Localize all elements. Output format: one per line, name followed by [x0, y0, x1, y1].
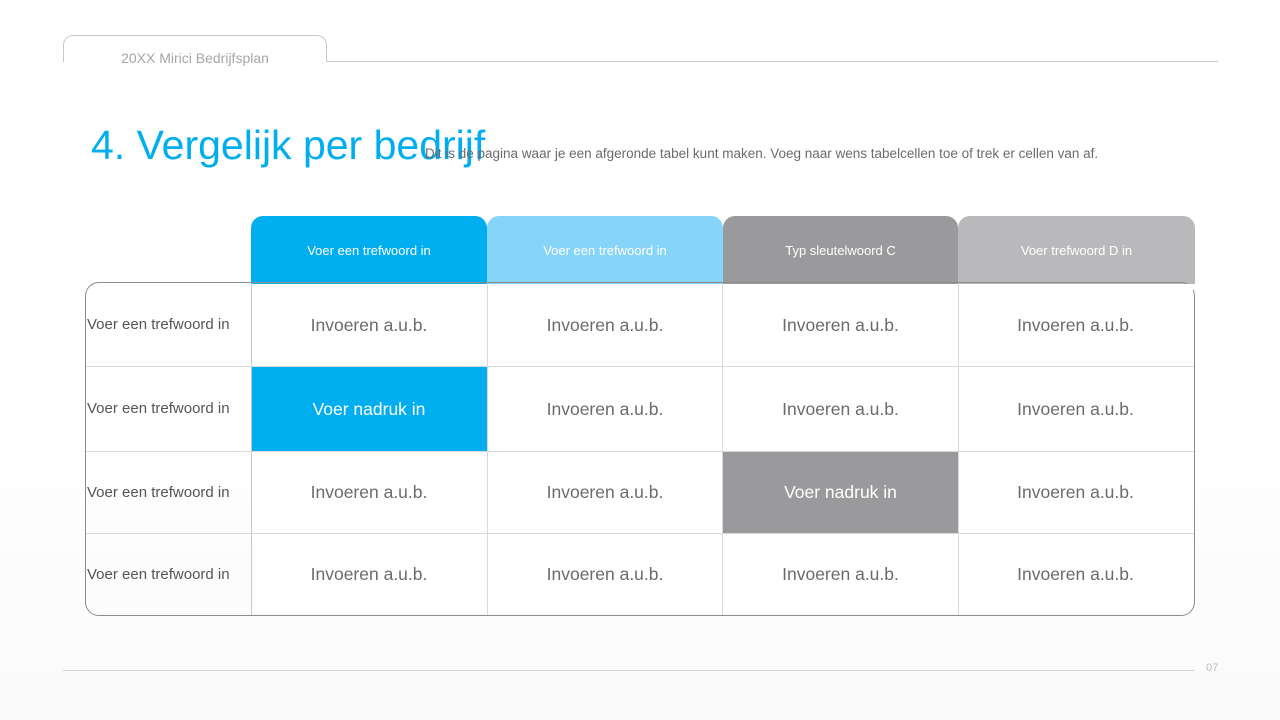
table-frame: [85, 282, 1195, 616]
header-tab: 20XX Mirici Bedrijfsplan: [63, 35, 327, 66]
grid-line: [86, 533, 1194, 534]
table-cell-emphasis-r2-c1[interactable]: Voer nadruk in: [251, 367, 487, 451]
header-divider: [327, 61, 1218, 62]
column-header-4[interactable]: Voer trefwoord D in: [958, 216, 1195, 284]
column-header-2[interactable]: Voer een trefwoord in: [487, 216, 723, 284]
row-label-2[interactable]: Voer een trefwoord in: [87, 400, 230, 417]
footer-divider: [63, 670, 1195, 671]
grid-line: [487, 283, 488, 615]
grid-line: [251, 283, 252, 615]
table-cell-r4-c1[interactable]: Invoeren a.u.b.: [251, 534, 487, 614]
column-header-label: Voer trefwoord D in: [1020, 242, 1133, 258]
table-cell-r3-c4[interactable]: Invoeren a.u.b.: [958, 452, 1193, 533]
grid-line: [86, 451, 1194, 452]
grid-line: [86, 366, 1194, 367]
column-header-label: Voer een trefwoord in: [307, 242, 431, 258]
table-cell-r1-c2[interactable]: Invoeren a.u.b.: [487, 284, 723, 366]
table-cell-r4-c2[interactable]: Invoeren a.u.b.: [487, 534, 723, 614]
grid-line: [722, 283, 723, 615]
table-cell-r4-c3[interactable]: Invoeren a.u.b.: [723, 534, 958, 614]
table-cell-r1-c1[interactable]: Invoeren a.u.b.: [251, 284, 487, 366]
column-header-label: Voer een trefwoord in: [543, 242, 667, 258]
table-cell-r2-c2[interactable]: Invoeren a.u.b.: [487, 367, 723, 451]
slide-subtitle: Dit is de pagina waar je een afgeronde t…: [425, 146, 1099, 161]
grid-line: [958, 283, 959, 615]
row-label-4[interactable]: Voer een trefwoord in: [87, 565, 230, 583]
row-label-1[interactable]: Voer een trefwoord in: [87, 316, 230, 333]
slide-title: 4. Vergelijk per bedrijf: [91, 122, 486, 168]
page-number: 07: [1206, 662, 1219, 674]
row-label-3[interactable]: Voer een trefwoord in: [87, 483, 230, 501]
table-cell-r2-c4[interactable]: Invoeren a.u.b.: [958, 367, 1193, 451]
table-cell-r3-c2[interactable]: Invoeren a.u.b.: [487, 452, 723, 533]
header-tab-label: 20XX Mirici Bedrijfsplan: [121, 50, 269, 66]
table-cell-r1-c3[interactable]: Invoeren a.u.b.: [723, 284, 958, 366]
table-cell-r2-c3[interactable]: Invoeren a.u.b.: [723, 367, 958, 451]
table-cell-r3-c1[interactable]: Invoeren a.u.b.: [251, 452, 487, 533]
table-cell-emphasis-r3-c3[interactable]: Voer nadruk in: [723, 452, 958, 533]
column-header-1[interactable]: Voer een trefwoord in: [251, 216, 487, 284]
table-cell-r1-c4[interactable]: Invoeren a.u.b.: [958, 284, 1193, 366]
table-cell-r4-c4[interactable]: Invoeren a.u.b.: [958, 534, 1193, 614]
column-header-label: Typ sleutelwoord C: [785, 242, 896, 258]
column-header-3[interactable]: Typ sleutelwoord C: [723, 216, 958, 284]
